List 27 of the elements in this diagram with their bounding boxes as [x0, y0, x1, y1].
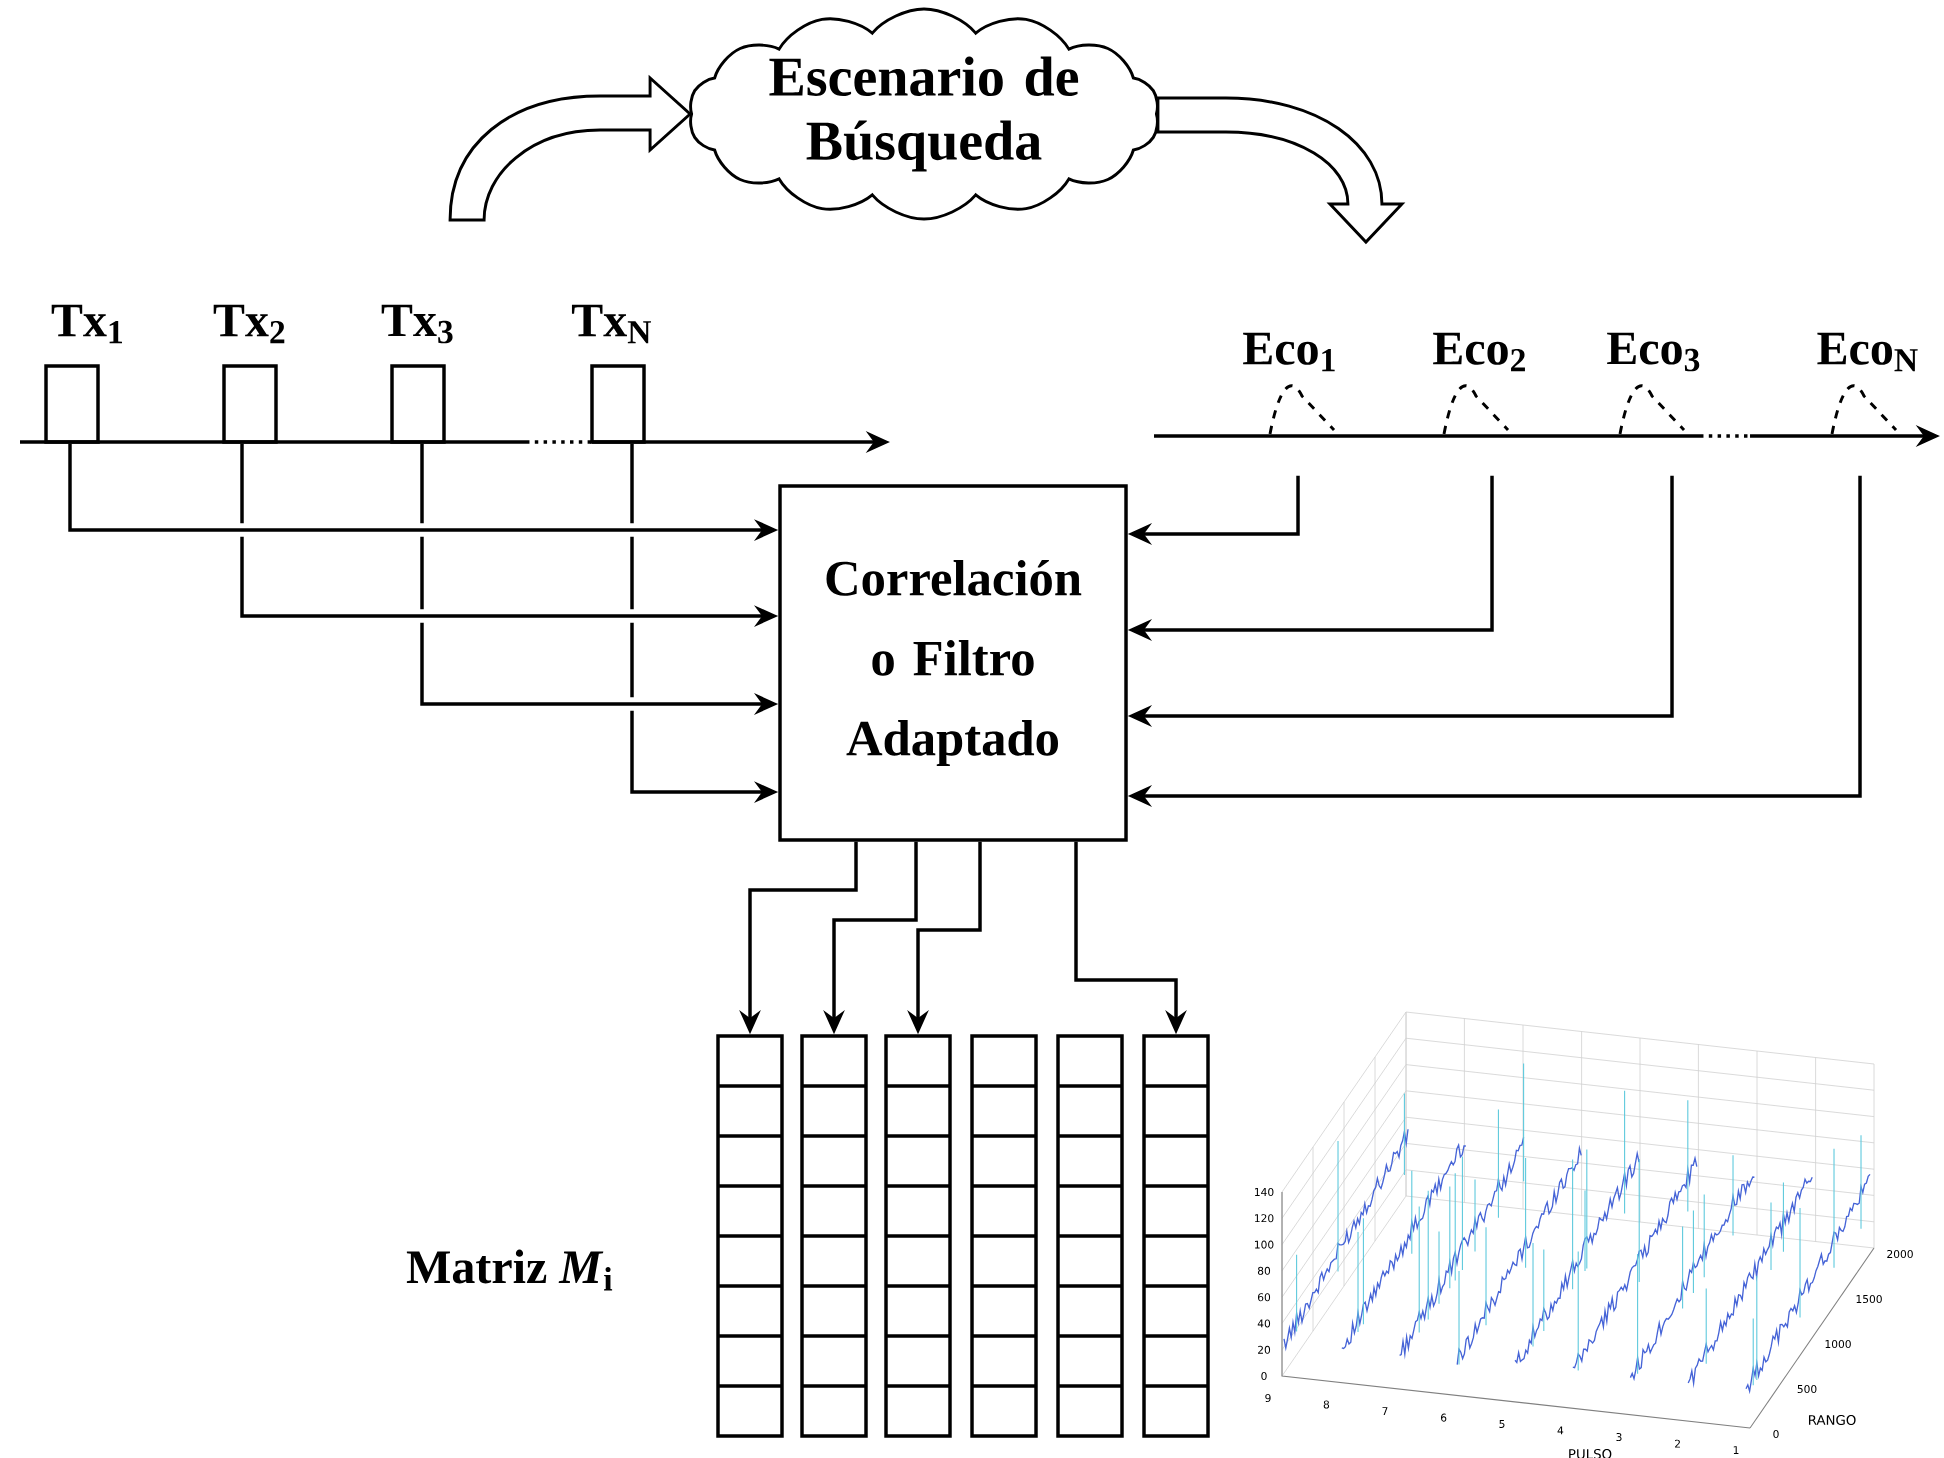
- matrix-column: [716, 1034, 784, 1438]
- echo-label: Eco$_{3}$: [1607, 332, 1700, 372]
- curved-block-arrow: [1156, 96, 1404, 244]
- cloud: Escenario de Búsqueda: [689, 7, 1159, 221]
- echo-label: Eco$_{N}$: [1817, 332, 1918, 372]
- pulse: [44, 364, 100, 444]
- pulse-label: Tx$_{3}$: [381, 304, 453, 344]
- process-box: Correlación o Filtro Adaptado: [778, 484, 1128, 842]
- pulse: [590, 364, 646, 444]
- echo-label: Eco$_{1}$: [1243, 332, 1335, 372]
- matrix-column: [884, 1034, 952, 1438]
- echo-pulse: [1442, 384, 1510, 435]
- matrix-column: [970, 1034, 1038, 1438]
- echo-pulse: [1830, 384, 1898, 435]
- pulse: [222, 364, 278, 444]
- matrix-column: [800, 1034, 868, 1438]
- matrix-label: Matriz M$_{i}$: [406, 1249, 613, 1291]
- curved-block-arrow: [448, 76, 692, 222]
- echo-label: Eco$_{2}$: [1433, 332, 1525, 372]
- matrix-column: [1142, 1034, 1210, 1438]
- pulse: [390, 364, 446, 444]
- pulse-label: Tx$_{2}$: [213, 304, 285, 344]
- pulse-label: Tx$_{N}$: [571, 304, 651, 344]
- echo-pulse: [1268, 384, 1336, 435]
- matrix-column: [1056, 1034, 1124, 1438]
- echo-pulse: [1618, 384, 1686, 435]
- pulse-label: Tx$_{1}$: [51, 304, 122, 344]
